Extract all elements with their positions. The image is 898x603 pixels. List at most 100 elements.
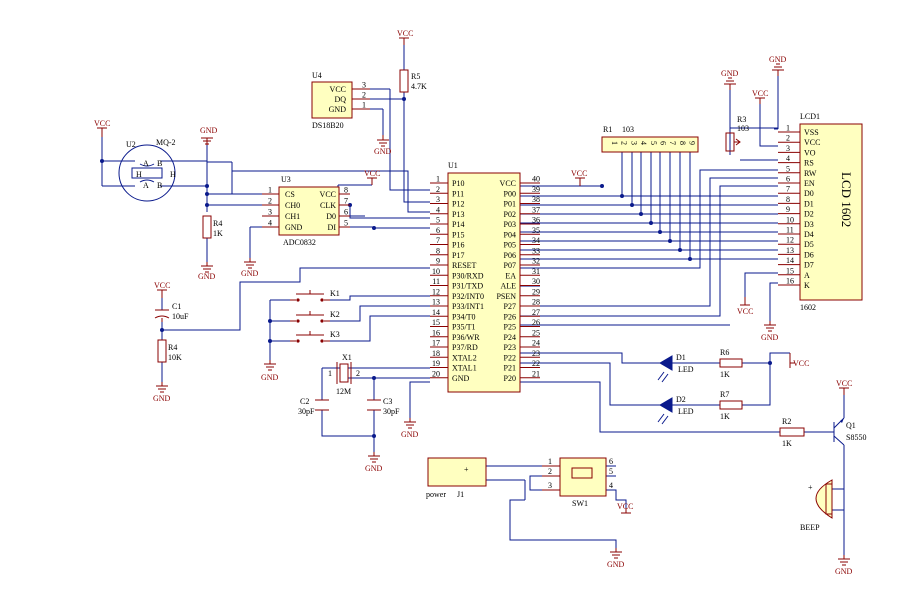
mcu-left-pin-name: P17 [452,251,464,260]
svg-text:1: 1 [548,457,552,466]
gnd-symbol-lcdk: GND [761,321,779,342]
mcu-left-pin-name: P30/RXD [452,271,484,280]
lcd-pin-number: 13 [786,246,794,255]
vcc-symbol-adc: VCC [364,169,380,185]
mcu-right-pin-number: 27 [532,308,540,317]
svg-text:1K: 1K [720,412,730,421]
svg-text:103: 103 [622,125,634,134]
mcu-left-pin-name: P37/RD [452,343,478,352]
svg-text:GND: GND [401,430,419,439]
mcu-right-pin-number: 22 [532,359,540,368]
mcu-right-pin-number: 23 [532,349,540,358]
mcu-left-pin-number: 14 [432,308,440,317]
svg-text:GND: GND [365,464,383,473]
svg-text:4.7K: 4.7K [411,82,427,91]
adc-left-pin-number: 3 [268,208,272,217]
lcd-pin-name: RS [804,159,814,168]
svg-text:5: 5 [609,467,613,476]
lcd-pin-number: 1 [786,124,790,133]
svg-text:LCD1: LCD1 [800,112,820,121]
svg-text:3: 3 [548,481,552,490]
svg-text:R4: R4 [168,343,177,352]
mcu-right-pin-number: 39 [532,185,540,194]
svg-text:GND: GND [607,560,625,569]
lcd-pin-number: 16 [786,277,794,286]
resistor-r7: R7 1K [719,390,743,421]
svg-text:103: 103 [737,124,749,133]
svg-text:R6: R6 [720,348,729,357]
adc-left-pin-number: 4 [268,219,272,228]
adc-right-pin-number: 6 [344,208,348,217]
mcu-right-pin-number: 33 [532,246,540,255]
svg-text:VCC: VCC [397,29,413,38]
gnd-symbol-mcu: GND [401,418,419,439]
svg-text:10uF: 10uF [172,312,189,321]
mcu-left-pin-number: 19 [432,359,440,368]
svg-text:VCC: VCC [752,89,768,98]
adc-right-pin-number: 5 [344,219,348,228]
power-jack-j1: + power J1 [426,457,487,499]
gnd-symbol-lcd: GND [769,55,787,76]
mcu-right-pin-name: P26 [504,312,516,321]
mcu-right-pin-name: P04 [504,230,516,239]
mcu-right-pin-number: 25 [532,328,540,337]
svg-text:C1: C1 [172,302,181,311]
svg-text:U4: U4 [312,71,322,80]
gnd-symbol-adc: GND [241,258,259,278]
key-k3: K3 [290,330,340,343]
lcd-pin-name: EN [804,179,815,188]
buzzer-beep: + BEEP [800,479,833,532]
lcd-pin-name: VSS [804,128,819,137]
svg-text:power: power [426,490,446,499]
svg-text:R7: R7 [720,390,729,399]
gnd-symbol-r4: GND [198,262,216,281]
svg-text:VCC: VCC [571,169,587,178]
svg-text:C3: C3 [383,397,392,406]
mcu-left-pin-name: P11 [452,189,464,198]
vcc-symbol-ds18b20: VCC [397,29,413,45]
rn-pin-number: 4 [639,141,648,145]
svg-text:LED: LED [678,365,694,374]
transistor-q1: Q1 S8550 [833,417,866,446]
svg-text:GND: GND [761,333,779,342]
mcu-right-pin-number: 35 [532,226,540,235]
lcd-pin-number: 10 [786,215,794,224]
crystal-x1: X1 12M 1 2 [328,353,360,396]
mcu-left-pin-name: P16 [452,241,464,250]
potentiometer-r3: R3 103 [725,115,749,152]
mcu-left-pin-number: 15 [432,318,440,327]
lcd-pin-name: D3 [804,220,814,229]
vcc-symbol-mcu: VCC [571,169,587,186]
mq2-gas-sensor: U2 MQ-2 A B A B H H [118,138,176,202]
adc-right-pin-number: 8 [344,186,348,195]
mcu-right-pin-name: P07 [504,261,516,270]
ds18b20-pin-number: 1 [362,101,366,110]
svg-text:K1: K1 [330,289,340,298]
mcu-right-pin-number: 24 [532,339,540,348]
mcu-left-pin-number: 1 [436,175,440,184]
gnd-symbol-ds18b20: GND [374,135,392,156]
svg-text:D1: D1 [676,353,686,362]
svg-text:1K: 1K [213,229,223,238]
svg-text:DS18B20: DS18B20 [312,121,344,130]
junction-dots [100,97,772,438]
mcu-left-pin-number: 7 [436,236,440,245]
mcu-right-pin-number: 29 [532,287,540,296]
svg-text:R2: R2 [782,417,791,426]
rn-pin-number: 2 [620,141,629,145]
svg-text:+: + [464,465,469,474]
lcd-pin-number: 14 [786,256,794,265]
svg-text:SW1: SW1 [572,499,588,508]
mcu-left-pin-name: XTAL2 [452,353,477,362]
lcd-pin-name: D7 [804,261,814,270]
rn-pin-number: 7 [668,141,677,145]
capacitor-c3: C3 30pF [367,397,400,416]
svg-text:R3: R3 [737,115,746,124]
mcu-left-pin-name: P31/TXD [452,282,483,291]
mcu-right-pin-name: P05 [504,241,516,250]
lcd-pin-name: D0 [804,189,814,198]
